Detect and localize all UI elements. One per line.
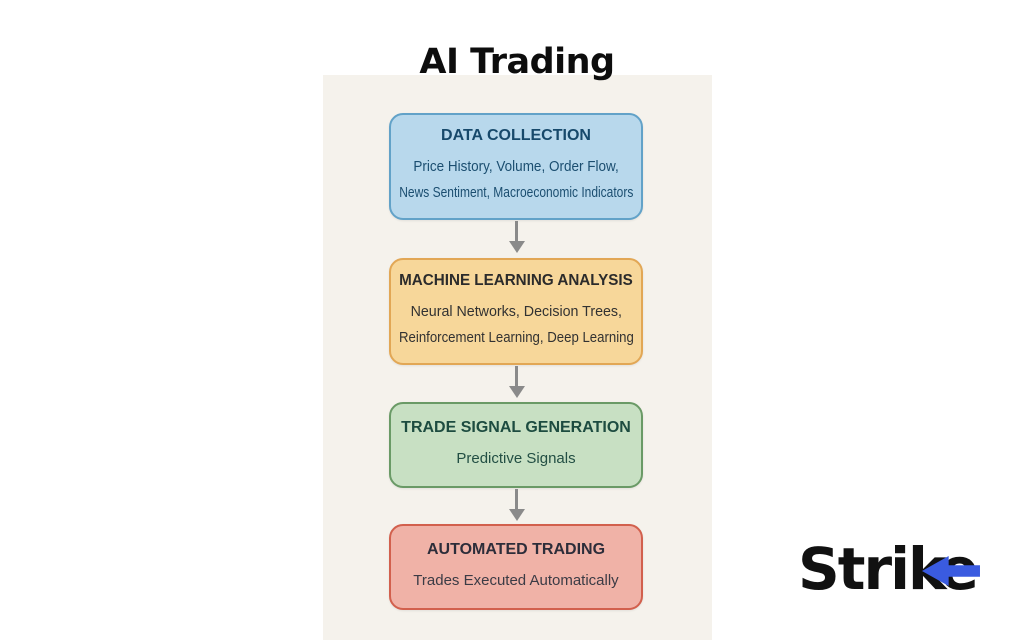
step-machine-learning-analysis: MACHINE LEARNING ANALYSIS Neural Network… — [389, 258, 643, 365]
step-data-collection: DATA COLLECTION Price History, Volume, O… — [389, 113, 643, 220]
logo-text-stri: Stri — [798, 535, 910, 603]
arrow-stem — [515, 489, 518, 509]
strike-logo: Strike — [798, 540, 980, 598]
arrow-down-icon — [508, 489, 525, 521]
arrow-down-icon — [508, 366, 525, 398]
step-text-line: Reinforcement Learning, Deep Learning — [398, 329, 634, 346]
step-text-line: Predictive Signals — [456, 449, 576, 467]
step-automated-trading: AUTOMATED TRADING Trades Executed Automa… — [389, 524, 643, 610]
step-text-line: Neural Networks, Decision Trees, — [410, 303, 622, 320]
step-trade-signal-generation: TRADE SIGNAL GENERATION Predictive Signa… — [389, 402, 643, 488]
logo-ke-ligature: ke — [908, 540, 980, 598]
arrow-down-icon — [508, 221, 525, 253]
step-text-line: Price History, Volume, Order Flow, — [413, 158, 619, 175]
step-title: AUTOMATED TRADING — [426, 540, 606, 558]
step-title: MACHINE LEARNING ANALYSIS — [399, 272, 633, 289]
arrow-stem — [515, 221, 518, 241]
step-title: DATA COLLECTION — [441, 127, 591, 144]
arrow-stem — [515, 366, 518, 386]
page-title: AI Trading — [419, 42, 615, 82]
step-title: TRADE SIGNAL GENERATION — [401, 418, 631, 436]
arrow-head — [508, 509, 525, 521]
arrow-head — [508, 241, 525, 253]
step-text-line: News Sentiment, Macroeconomic Indicators — [398, 184, 634, 201]
arrow-head — [508, 386, 525, 398]
step-text-line: Trades Executed Automatically — [413, 571, 619, 589]
